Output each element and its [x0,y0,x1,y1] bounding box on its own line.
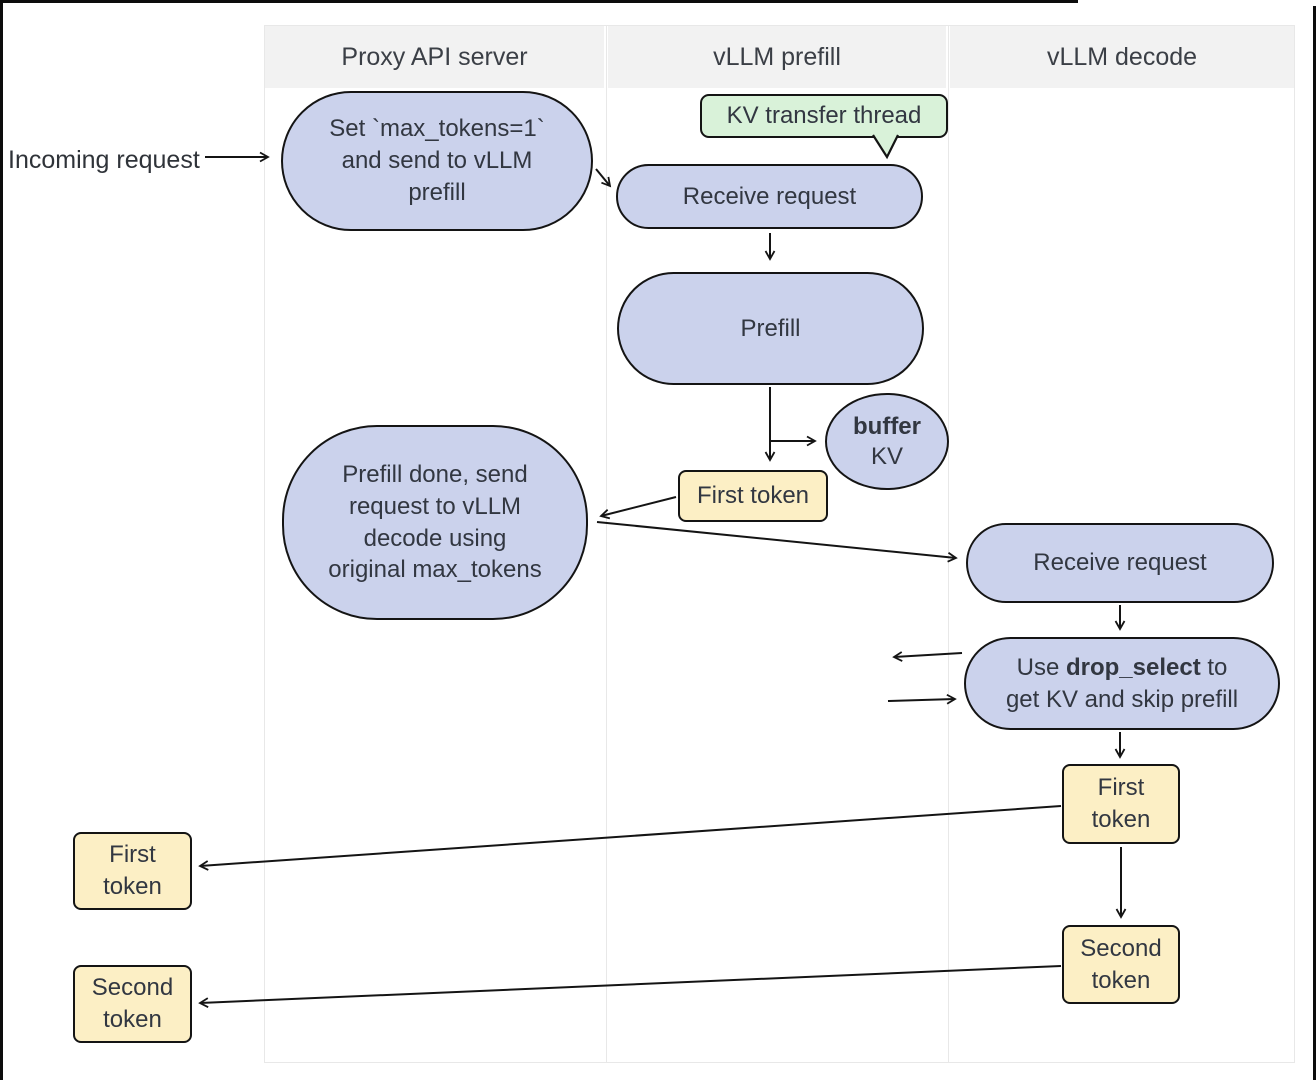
node-drop-select: Use drop_select to get KV and skip prefi… [964,637,1280,730]
node-prefill-done-line1: Prefill done, send [342,461,528,489]
node-set-max-tokens-line1: Set `max_tokens=1` [329,115,545,143]
node-drop-select-line2: get KV and skip prefill [1005,685,1239,713]
node-second-token-left: Second token [73,965,192,1043]
node-prefill-done-line4: original max_tokens [328,556,542,584]
node-prefill-done-line3: decode using [363,524,507,552]
frame-right-border [1313,6,1316,1080]
node-prefill-done-line2: request to vLLM [348,492,522,520]
column-header-prefill: vLLM prefill [608,26,946,88]
node-prefill-done: Prefill done, send request to vLLM decod… [282,425,588,620]
node-drop-select-post: to [1200,653,1228,681]
node-first-token-left-line1: First [109,841,156,869]
column-separator-1 [606,25,607,1063]
node-second-token-decode-line2: token [1091,966,1151,994]
incoming-request-label: Incoming request [8,146,200,174]
node-drop-select-bold: drop_select [1065,653,1201,681]
node-receive-request-prefill-label: Receive request [682,182,857,210]
node-first-token-prefill: First token [678,470,828,522]
node-first-token-decode: First token [1062,764,1180,844]
node-receive-request-decode-label: Receive request [1033,549,1207,577]
node-receive-request-decode: Receive request [966,523,1274,603]
node-drop-select-line1: Use drop_select to [1017,652,1228,684]
node-second-token-decode-line1: Second [1080,934,1162,962]
node-buffer-kv-rest: KV [870,442,903,470]
node-first-token-decode-line2: token [1091,806,1151,833]
node-kv-transfer-thread-label: KV transfer thread [726,102,922,130]
column-header-decode: vLLM decode [950,26,1294,88]
node-first-token-left-line2: token [103,873,162,900]
node-second-token-left-line1: Second [91,974,174,1002]
column-header-prefill-label: vLLM prefill [713,42,841,71]
node-first-token-prefill-label: First token [696,482,810,510]
frame-top-border [0,0,1078,3]
column-header-proxy: Proxy API server [265,26,604,88]
node-buffer-kv-bold: buffer [853,412,921,440]
node-second-token-decode: Second token [1062,925,1180,1004]
node-drop-select-pre: Use [1016,653,1066,681]
node-receive-request-prefill: Receive request [616,164,923,229]
node-first-token-decode-line1: First [1097,774,1145,802]
column-header-proxy-label: Proxy API server [341,42,528,71]
node-set-max-tokens-line3: prefill [408,178,466,206]
column-separator-2 [948,25,949,1063]
node-second-token-left-line2: token [103,1006,162,1033]
node-set-max-tokens-line2: and send to vLLM [341,147,533,175]
column-header-decode-label: vLLM decode [1046,42,1198,71]
node-prefill-label: Prefill [740,314,801,342]
frame-left-border [0,0,3,1080]
node-kv-transfer-thread: KV transfer thread [700,94,948,138]
node-buffer-kv: buffer KV [825,393,949,490]
node-set-max-tokens: Set `max_tokens=1` and send to vLLM pref… [281,91,593,231]
node-prefill: Prefill [617,272,924,385]
node-first-token-left: First token [73,832,192,910]
